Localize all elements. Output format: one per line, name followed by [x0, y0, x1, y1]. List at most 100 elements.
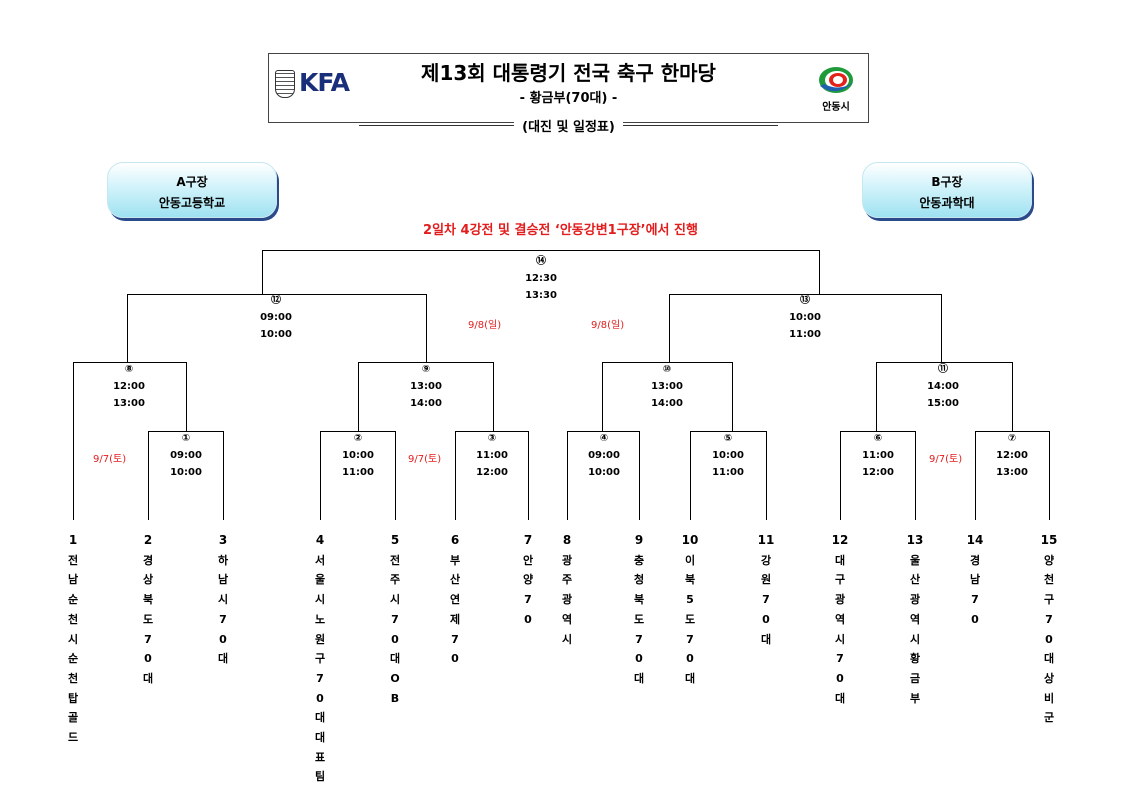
team-number: 4: [315, 533, 325, 547]
match-10: ⑩ 13:00 14:00: [627, 361, 707, 412]
team-name: 대구광역시70대: [834, 553, 846, 705]
team-number: 6: [450, 533, 460, 547]
team-number: 14: [966, 533, 984, 547]
team-entry: 8 광주광역시: [555, 531, 579, 649]
venue-b-place: 안동과학대: [919, 196, 975, 210]
team-number: 1: [68, 533, 78, 547]
team-name: 광주광역시: [561, 553, 573, 646]
match-11-time1: 14:00: [927, 381, 959, 392]
venue-a-name: A구장: [176, 175, 208, 189]
match-14-number: ⑭: [536, 256, 546, 267]
match-4-number: ④: [599, 433, 609, 444]
team-number: 3: [218, 533, 228, 547]
team-name: 부산연제70: [449, 553, 461, 666]
team-name: 충청북도70대: [633, 553, 645, 685]
match-5-time1: 10:00: [712, 450, 744, 461]
date-label: 9/8(일): [591, 320, 625, 331]
page-subtitle: - 황금부(70대) -: [519, 91, 618, 106]
match-13-time2: 11:00: [789, 329, 821, 340]
team-number: 10: [681, 533, 699, 547]
match-3-time2: 12:00: [476, 467, 508, 478]
team-entry: 3 하남시70대: [211, 531, 235, 669]
team-number: 15: [1040, 533, 1058, 547]
team-entry: 4 서울시노원구70대대표팀: [308, 531, 332, 787]
page-title: 제13회 대통령기 전국 축구 한마당: [421, 61, 716, 85]
match-3-time1: 11:00: [476, 450, 508, 461]
match-12: ⑫ 09:00 10:00: [236, 292, 316, 343]
match-8-time2: 13:00: [113, 398, 145, 409]
team-name: 전남순천시순천탑골드: [67, 553, 79, 745]
match-11-number: ⑪: [938, 364, 948, 375]
match-13: ⑬ 10:00 11:00: [765, 292, 845, 343]
team-number: 5: [390, 533, 400, 547]
team-entry: 7 안양70: [516, 531, 540, 630]
match-1-number: ①: [181, 433, 191, 444]
match-7-time2: 13:00: [996, 467, 1028, 478]
match-1-time1: 09:00: [170, 450, 202, 461]
match-2-time2: 11:00: [342, 467, 374, 478]
team-entry: 5 전주시70대OB: [383, 531, 407, 708]
team-number: 13: [906, 533, 924, 547]
match-6: ⑥ 11:00 12:00: [838, 430, 918, 481]
team-entry: 10 이북5도70대: [678, 531, 702, 689]
match-10-number: ⑩: [662, 364, 672, 375]
match-7: ⑦ 12:00 13:00: [972, 430, 1052, 481]
match-9-time2: 14:00: [410, 398, 442, 409]
team-entry: 14 경남70: [963, 531, 987, 630]
match-10-time1: 13:00: [651, 381, 683, 392]
team-entry: 11 강원70대: [754, 531, 778, 649]
match-6-time2: 12:00: [862, 467, 894, 478]
match-14-time2: 13:30: [525, 290, 557, 301]
match-8-number: ⑧: [124, 364, 134, 375]
andong-logo-text: 안동시: [822, 102, 850, 113]
match-12-time2: 10:00: [260, 329, 292, 340]
match-10-time2: 14:00: [651, 398, 683, 409]
team-name: 울산광역시황금부: [909, 553, 921, 705]
match-5-number: ⑤: [723, 433, 733, 444]
match-1-time2: 10:00: [170, 467, 202, 478]
match-12-time1: 09:00: [260, 312, 292, 323]
match-5: ⑤ 10:00 11:00: [688, 430, 768, 481]
match-11-time2: 15:00: [927, 398, 959, 409]
match-6-time1: 11:00: [862, 450, 894, 461]
team-name: 서울시노원구70대대표팀: [314, 553, 326, 784]
team-name: 전주시70대OB: [389, 553, 401, 705]
match-2-number: ②: [353, 433, 363, 444]
kfa-tiger-emblem-icon: [275, 70, 295, 98]
match-3: ③ 11:00 12:00: [452, 430, 532, 481]
venue-a-badge: A구장 안동고등학교: [107, 162, 277, 218]
match-11: ⑪ 14:00 15:00: [903, 361, 983, 412]
match-2: ② 10:00 11:00: [318, 430, 398, 481]
match-4: ④ 09:00 10:00: [564, 430, 644, 481]
venue-a-place: 안동고등학교: [158, 196, 226, 210]
andong-swirl-icon: [819, 67, 854, 93]
match-5-time2: 11:00: [712, 467, 744, 478]
venue-b-name: B구장: [931, 175, 963, 189]
team-name: 경남70: [969, 553, 981, 626]
team-number: 11: [757, 533, 775, 547]
date-label: 9/7(토): [408, 454, 442, 465]
match-1: ① 09:00 10:00: [146, 430, 226, 481]
kfa-logo-text: KFA: [299, 68, 350, 97]
andong-city-logo: 안동시: [810, 64, 862, 114]
match-12-number: ⑫: [271, 295, 281, 306]
date-label: 9/7(토): [93, 454, 127, 465]
team-entry: 9 충청북도70대: [627, 531, 651, 689]
match-9-time1: 13:00: [410, 381, 442, 392]
match-8-time1: 12:00: [113, 381, 145, 392]
team-number: 8: [562, 533, 572, 547]
team-name: 양천구70대상비군: [1043, 553, 1055, 725]
venue-b-badge: B구장 안동과학대: [862, 162, 1032, 218]
match-8: ⑧ 12:00 13:00: [89, 361, 169, 412]
match-7-number: ⑦: [1007, 433, 1017, 444]
match-3-number: ③: [487, 433, 497, 444]
match-9-number: ⑨: [421, 364, 431, 375]
team-name: 이북5도70대: [684, 553, 696, 685]
match-4-time1: 09:00: [588, 450, 620, 461]
team-entry: 12 대구광역시70대: [828, 531, 852, 708]
match-9: ⑨ 13:00 14:00: [386, 361, 466, 412]
team-entry: 6 부산연제70: [443, 531, 467, 669]
team-entry: 1 전남순천시순천탑골드: [61, 531, 85, 748]
team-name: 경상북도70대: [142, 553, 154, 685]
venue-notice: 2일차 4강전 및 결승전 ‘안동강변1구장’에서 진행: [423, 223, 698, 238]
